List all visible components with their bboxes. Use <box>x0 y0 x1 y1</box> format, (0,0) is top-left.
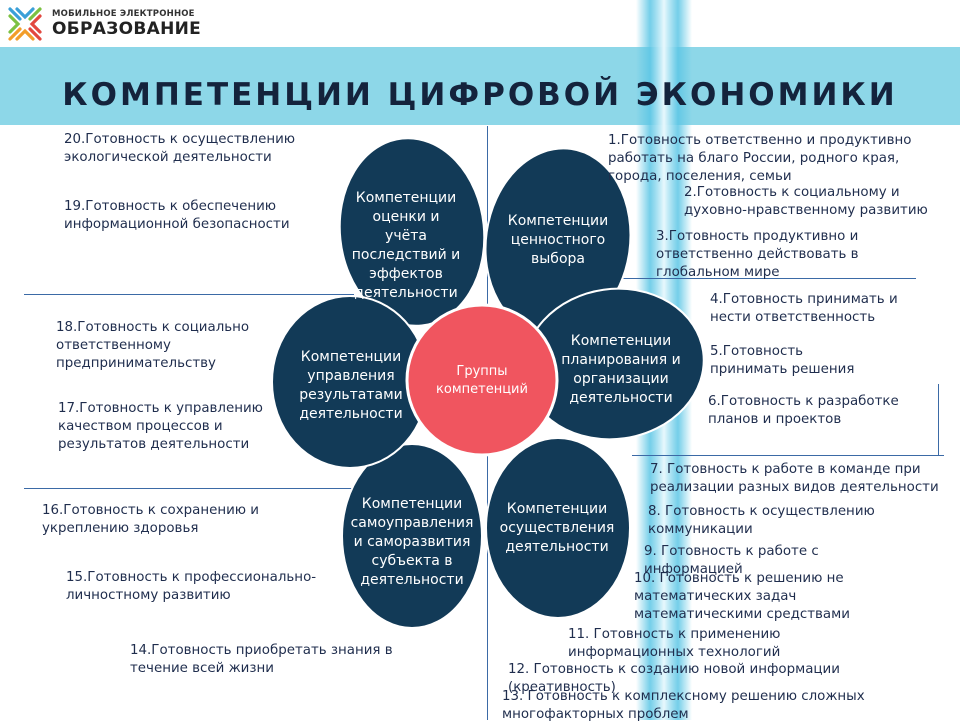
competency-item-5: 5.Готовность принимать решения <box>710 344 855 377</box>
competency-item-13: 13. Готовность к комплексному решению сл… <box>502 689 865 722</box>
competency-item-7: 7. Готовность к работе в команде при реа… <box>650 462 939 495</box>
competency-item-6: 6.Готовность к разработке планов и проек… <box>708 394 899 427</box>
petal-label-execution: Компетенции осуществления деятельности <box>499 500 615 555</box>
competency-item-4: 4.Готовность принимать и нести ответстве… <box>710 292 898 325</box>
competency-item-19: 19.Готовность к обеспечению информационн… <box>64 199 290 232</box>
divider-line <box>620 278 916 279</box>
competency-item-1: 1.Готовность ответственно и продуктивно … <box>608 133 912 184</box>
logo-line-small: МОБИЛЬНОЕ ЭЛЕКТРОННОЕ <box>52 9 195 20</box>
competency-item-11: 11. Готовность к применению информационн… <box>568 627 781 660</box>
competency-item-8: 8. Готовность к осуществлению коммуникац… <box>648 504 875 537</box>
competency-item-20: 20.Готовность к осуществлению экологичес… <box>64 132 296 165</box>
competency-item-10: 10. Готовность к решению не математическ… <box>634 571 850 622</box>
logo: МОБИЛЬНОЕ ЭЛЕКТРОННОЕ ОБРАЗОВАНИЕ <box>6 4 201 44</box>
divider-line <box>938 384 939 456</box>
petal-label-self-management: Компетенции самоуправления и саморазвити… <box>350 495 474 588</box>
divider-line <box>24 488 354 489</box>
competency-item-15: 15.Готовность к профессионально-личностн… <box>66 570 317 603</box>
competency-item-14: 14.Готовность приобретать знания в течен… <box>130 643 393 676</box>
logo-line-big: ОБРАЗОВАНИЕ <box>52 18 202 39</box>
divider-line <box>24 294 354 295</box>
competency-item-12: 12. Готовность к созданию новой информац… <box>508 662 840 695</box>
competency-item-18: 18.Готовность к социально ответственному… <box>56 320 250 371</box>
petal-execution <box>485 437 631 619</box>
competency-item-9: 9. Готовность к работе с информацией <box>644 544 819 577</box>
title-band <box>0 47 960 125</box>
competency-item-17: 17.Готовность к управлению качеством про… <box>58 401 263 452</box>
petal-label-evaluation: Компетенции оценки и учёта последствий и… <box>351 190 461 301</box>
petal-label-planning: Компетенции планирования и организации д… <box>561 333 681 406</box>
competency-item-3: 3.Готовность продуктивно и ответственно … <box>656 229 859 280</box>
page-title: КОМПЕТЕНЦИИ ЦИФРОВОЙ ЭКОНОМИКИ <box>62 77 898 113</box>
center-circle <box>405 303 559 457</box>
center-label: Группы компетенций <box>436 364 528 397</box>
petal-label-results-management: Компетенции управления результатами деят… <box>299 349 403 422</box>
logo-mark-icon <box>8 7 42 41</box>
petal-evaluation <box>338 137 486 327</box>
competency-item-2: 2.Готовность к социальному и духовно-нра… <box>684 185 928 218</box>
competency-item-16: 16.Готовность к сохранению и укреплению … <box>42 503 260 536</box>
petal-self-management <box>341 443 483 629</box>
divider-line <box>632 455 944 456</box>
petal-label-value-choice: Компетенции ценностного выбора <box>507 212 609 267</box>
